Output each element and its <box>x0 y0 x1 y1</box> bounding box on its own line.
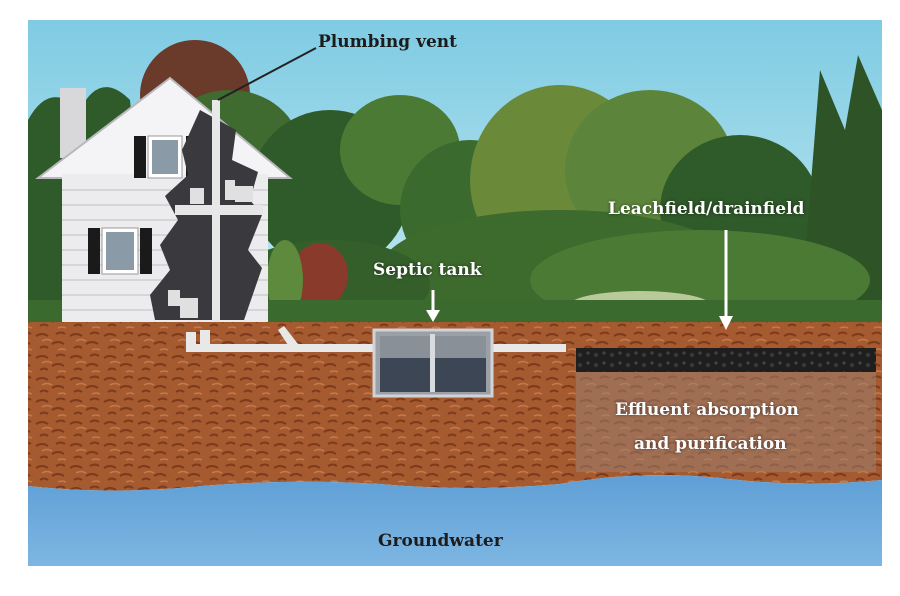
septic-tank-label: Septic tank <box>373 260 482 280</box>
plumbing-vent-label: Plumbing vent <box>318 32 457 52</box>
septic-tank <box>374 330 492 396</box>
effluent-label-line1: Effluent absorption <box>615 400 799 420</box>
leachfield-label: Leachfield/drainfield <box>608 199 804 219</box>
groundwater-label: Groundwater <box>378 531 503 551</box>
effluent-label-line2: and purification <box>634 434 787 454</box>
